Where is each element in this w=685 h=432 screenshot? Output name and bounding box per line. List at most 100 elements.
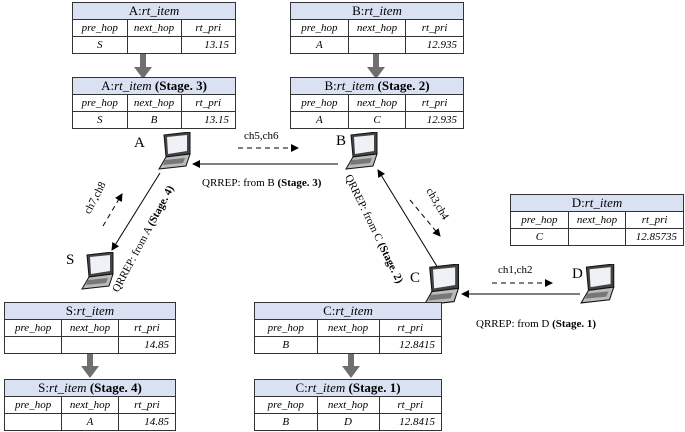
req-arrow-sa bbox=[102, 193, 123, 227]
req-arrow-bc bbox=[409, 199, 441, 237]
table-cell: next_hop bbox=[61, 320, 119, 337]
table-cell: 12.85735 bbox=[625, 228, 683, 245]
rt-table-header: C:rt_item bbox=[255, 303, 441, 320]
node-label-s: S bbox=[66, 252, 75, 268]
reply-label-b-to-a: QRREP: from B (Stage. 3) bbox=[202, 177, 321, 189]
text-fragment: D: bbox=[571, 195, 585, 210]
rt-table-header: S:rt_item (Stage. 4) bbox=[5, 380, 175, 397]
table-cell: 13.15 bbox=[180, 36, 235, 53]
text-fragment: QRREP: from D bbox=[476, 318, 553, 330]
table-cell: rt_pri bbox=[405, 20, 463, 37]
text-fragment: (Stage. 1) bbox=[552, 318, 597, 330]
table-cell: B bbox=[126, 111, 182, 128]
rt-table-header: C:rt_item (Stage. 1) bbox=[255, 380, 441, 397]
table-cell: pre_hop bbox=[511, 212, 569, 229]
table-cell: A bbox=[61, 413, 119, 430]
rt-table-header: D:rt_item bbox=[511, 195, 683, 212]
rt-table-header: S:rt_item bbox=[5, 303, 175, 320]
table-cell: 12.8415 bbox=[378, 336, 441, 353]
table-cell: 12.935 bbox=[405, 111, 463, 128]
channel-label-cd: ch1,ch2 bbox=[498, 264, 533, 276]
table-cell: pre_hop bbox=[291, 20, 349, 37]
table-cell bbox=[5, 336, 63, 353]
text-fragment: rt_item bbox=[114, 78, 152, 93]
table-cell: 14.85 bbox=[117, 413, 175, 430]
table-cell: C bbox=[347, 111, 407, 128]
text-fragment: rt_item bbox=[141, 3, 180, 18]
text-fragment: (Stage. 1) bbox=[345, 380, 401, 395]
text-fragment: (Stage. 3) bbox=[277, 177, 322, 189]
text-fragment: (Stage. 3) bbox=[151, 78, 207, 93]
table-cell: next_hop bbox=[61, 397, 119, 414]
table-cell: pre_hop bbox=[255, 320, 318, 337]
table-cell: next_hop bbox=[567, 212, 627, 229]
text-fragment: C: bbox=[323, 303, 336, 318]
table-cell: 12.935 bbox=[405, 36, 463, 53]
laptop-icon bbox=[423, 264, 460, 306]
laptop-icon bbox=[81, 252, 114, 290]
text-fragment: rt_item bbox=[364, 3, 402, 18]
node-label-b: B bbox=[336, 133, 347, 149]
table-cell: next_hop bbox=[347, 95, 407, 112]
table-cell: pre_hop bbox=[255, 397, 318, 414]
table-cell: next_hop bbox=[347, 20, 407, 37]
text-fragment: rt_item bbox=[336, 78, 375, 93]
rt-table-header: A:rt_item (Stage. 3) bbox=[73, 78, 235, 95]
table-cell: D bbox=[316, 413, 380, 430]
channel-label-ab: ch5,ch6 bbox=[244, 130, 279, 142]
node-label-c: C bbox=[410, 270, 421, 286]
rt-table-header: B:rt_item bbox=[291, 3, 463, 20]
text-fragment: C: bbox=[295, 380, 308, 395]
node-label-d: D bbox=[572, 266, 583, 282]
rt-table-header: B:rt_item (Stage. 2) bbox=[291, 78, 463, 95]
table-cell: next_hop bbox=[316, 320, 380, 337]
text-fragment: S: bbox=[38, 380, 50, 395]
table-cell: rt_pri bbox=[180, 20, 235, 37]
reply-label-d-to-c: QRREP: from D (Stage. 1) bbox=[476, 318, 596, 330]
table-cell: 13.15 bbox=[180, 111, 235, 128]
stage-arrow-s bbox=[81, 354, 99, 378]
table-cell: B bbox=[255, 413, 318, 430]
text-fragment: B: bbox=[324, 78, 337, 93]
table-cell: S bbox=[73, 111, 128, 128]
table-cell bbox=[126, 36, 182, 53]
table-cell: 14.85 bbox=[117, 336, 175, 353]
text-fragment: S: bbox=[65, 303, 77, 318]
table-cell: pre_hop bbox=[73, 20, 128, 37]
stage-arrow-c bbox=[342, 354, 360, 378]
table-cell: next_hop bbox=[316, 397, 380, 414]
table-cell: B bbox=[255, 336, 318, 353]
table-cell: pre_hop bbox=[291, 95, 349, 112]
text-fragment: A: bbox=[128, 3, 142, 18]
link-s-a bbox=[111, 172, 161, 251]
table-cell bbox=[5, 413, 63, 430]
table-cell: next_hop bbox=[126, 20, 182, 37]
node-label-a: A bbox=[134, 135, 145, 151]
table-cell: C bbox=[511, 228, 569, 245]
text-fragment: B: bbox=[352, 3, 365, 18]
text-fragment: rt_item bbox=[584, 195, 623, 210]
rt-table-header: A:rt_item bbox=[73, 3, 235, 20]
table-cell: pre_hop bbox=[5, 320, 63, 337]
text-fragment: A: bbox=[101, 78, 115, 93]
table-cell: pre_hop bbox=[73, 95, 128, 112]
laptop-icon bbox=[345, 132, 378, 170]
table-cell: rt_pri bbox=[180, 95, 235, 112]
text-fragment: QRREP: from B bbox=[202, 177, 278, 189]
link-b-c bbox=[377, 169, 439, 269]
table-cell: A bbox=[291, 36, 349, 53]
stage-arrow-a bbox=[134, 49, 152, 79]
text-fragment: rt_item bbox=[76, 303, 115, 318]
text-fragment: rt_item bbox=[307, 380, 346, 395]
text-fragment: rt_item bbox=[49, 380, 87, 395]
